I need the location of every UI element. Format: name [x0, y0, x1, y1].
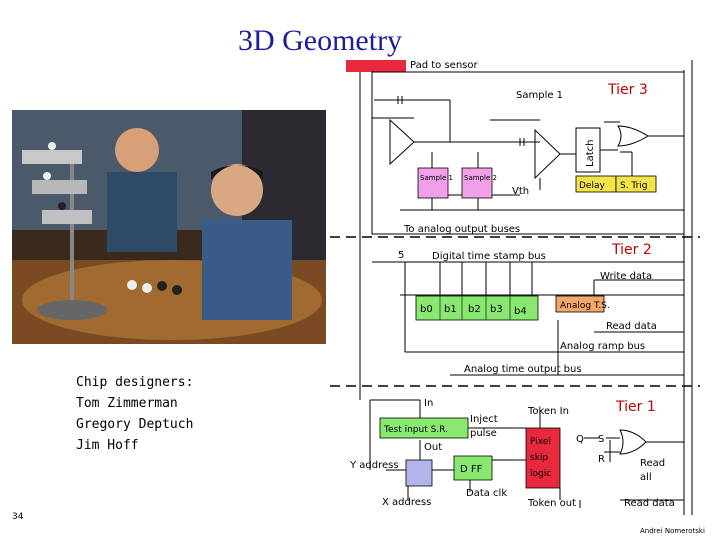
read-data-label-tier2: Read data [606, 321, 657, 332]
slide-title: 3D Geometry [210, 24, 430, 58]
delay-label: Delay [579, 181, 605, 191]
bit-label: b0 [420, 304, 433, 315]
tier3-label: Tier 3 [607, 82, 648, 98]
sensor-pad [346, 60, 406, 72]
token-in-label: Token In [527, 406, 569, 417]
sample2-box-label: Sample 2 [464, 174, 497, 182]
write-data-label: Write data [600, 271, 652, 282]
y-address-label: Y address [349, 460, 399, 471]
pixel-schematic: Pad to sensor Sample 1 Latch Sample 1 Sa… [330, 55, 700, 520]
r-label: R [598, 454, 605, 465]
analog-ts-label: Analog T.S. [560, 301, 610, 311]
bus-width-label: 5 [398, 250, 404, 261]
all-label: all [640, 472, 652, 483]
address-block [406, 460, 432, 486]
sample1-switch-label: Sample 1 [516, 90, 563, 101]
out-label: Out [424, 442, 442, 453]
data-clk-label: Data clk [466, 488, 507, 499]
tier2-label: Tier 2 [611, 242, 652, 258]
bit-label: b1 [444, 304, 457, 315]
chip-designers-credits: Chip designers: Tom Zimmerman Gregory De… [76, 372, 193, 456]
page-number: 34 [12, 512, 23, 522]
skip-label: skip [530, 453, 548, 463]
author-name: Andrei Nomerotski [640, 527, 705, 535]
sample1-box-label: Sample 1 [420, 174, 453, 182]
vth-label: Vth [512, 186, 529, 197]
in-label: In [424, 398, 433, 409]
credits-heading: Chip designers: [76, 372, 193, 393]
bit-label: b2 [468, 304, 481, 315]
read-label: Read [640, 458, 665, 469]
test-input-label: Test input S.R. [383, 425, 448, 435]
inject-label: Inject [470, 414, 498, 425]
schmitt-trigger-label: S. Trig [620, 181, 648, 191]
analog-ramp-bus-label: Analog ramp bus [560, 341, 645, 352]
read-data-label-tier1: Read data [624, 498, 675, 509]
bit-label: b4 [514, 306, 527, 317]
x-address-label: X address [382, 497, 431, 508]
analog-output-bus-label: To analog output buses [403, 224, 520, 235]
token-out-label: Token out [527, 498, 576, 509]
s-label: S [598, 434, 604, 445]
sample2-capacitor-box [462, 168, 492, 198]
tier1-label: Tier 1 [615, 399, 656, 415]
credit-name: Tom Zimmerman [76, 393, 193, 414]
bit-label: b3 [490, 304, 503, 315]
photo-chess-scene [12, 110, 326, 344]
sample1-capacitor-box [418, 168, 448, 198]
logic-label: logic [530, 469, 551, 479]
q-label: Q [576, 434, 584, 445]
digital-time-stamp-bus-label: Digital time stamp bus [432, 251, 546, 262]
credit-name: Jim Hoff [76, 435, 193, 456]
dff-label: D FF [460, 464, 483, 475]
latch-label: Latch [585, 140, 596, 167]
pad-to-sensor-label: Pad to sensor [410, 60, 478, 71]
analog-time-output-bus-label: Analog time output bus [464, 364, 582, 375]
pixel-label: Pixel [530, 437, 551, 447]
credit-name: Gregory Deptuch [76, 414, 193, 435]
pulse-label: pulse [470, 428, 497, 439]
